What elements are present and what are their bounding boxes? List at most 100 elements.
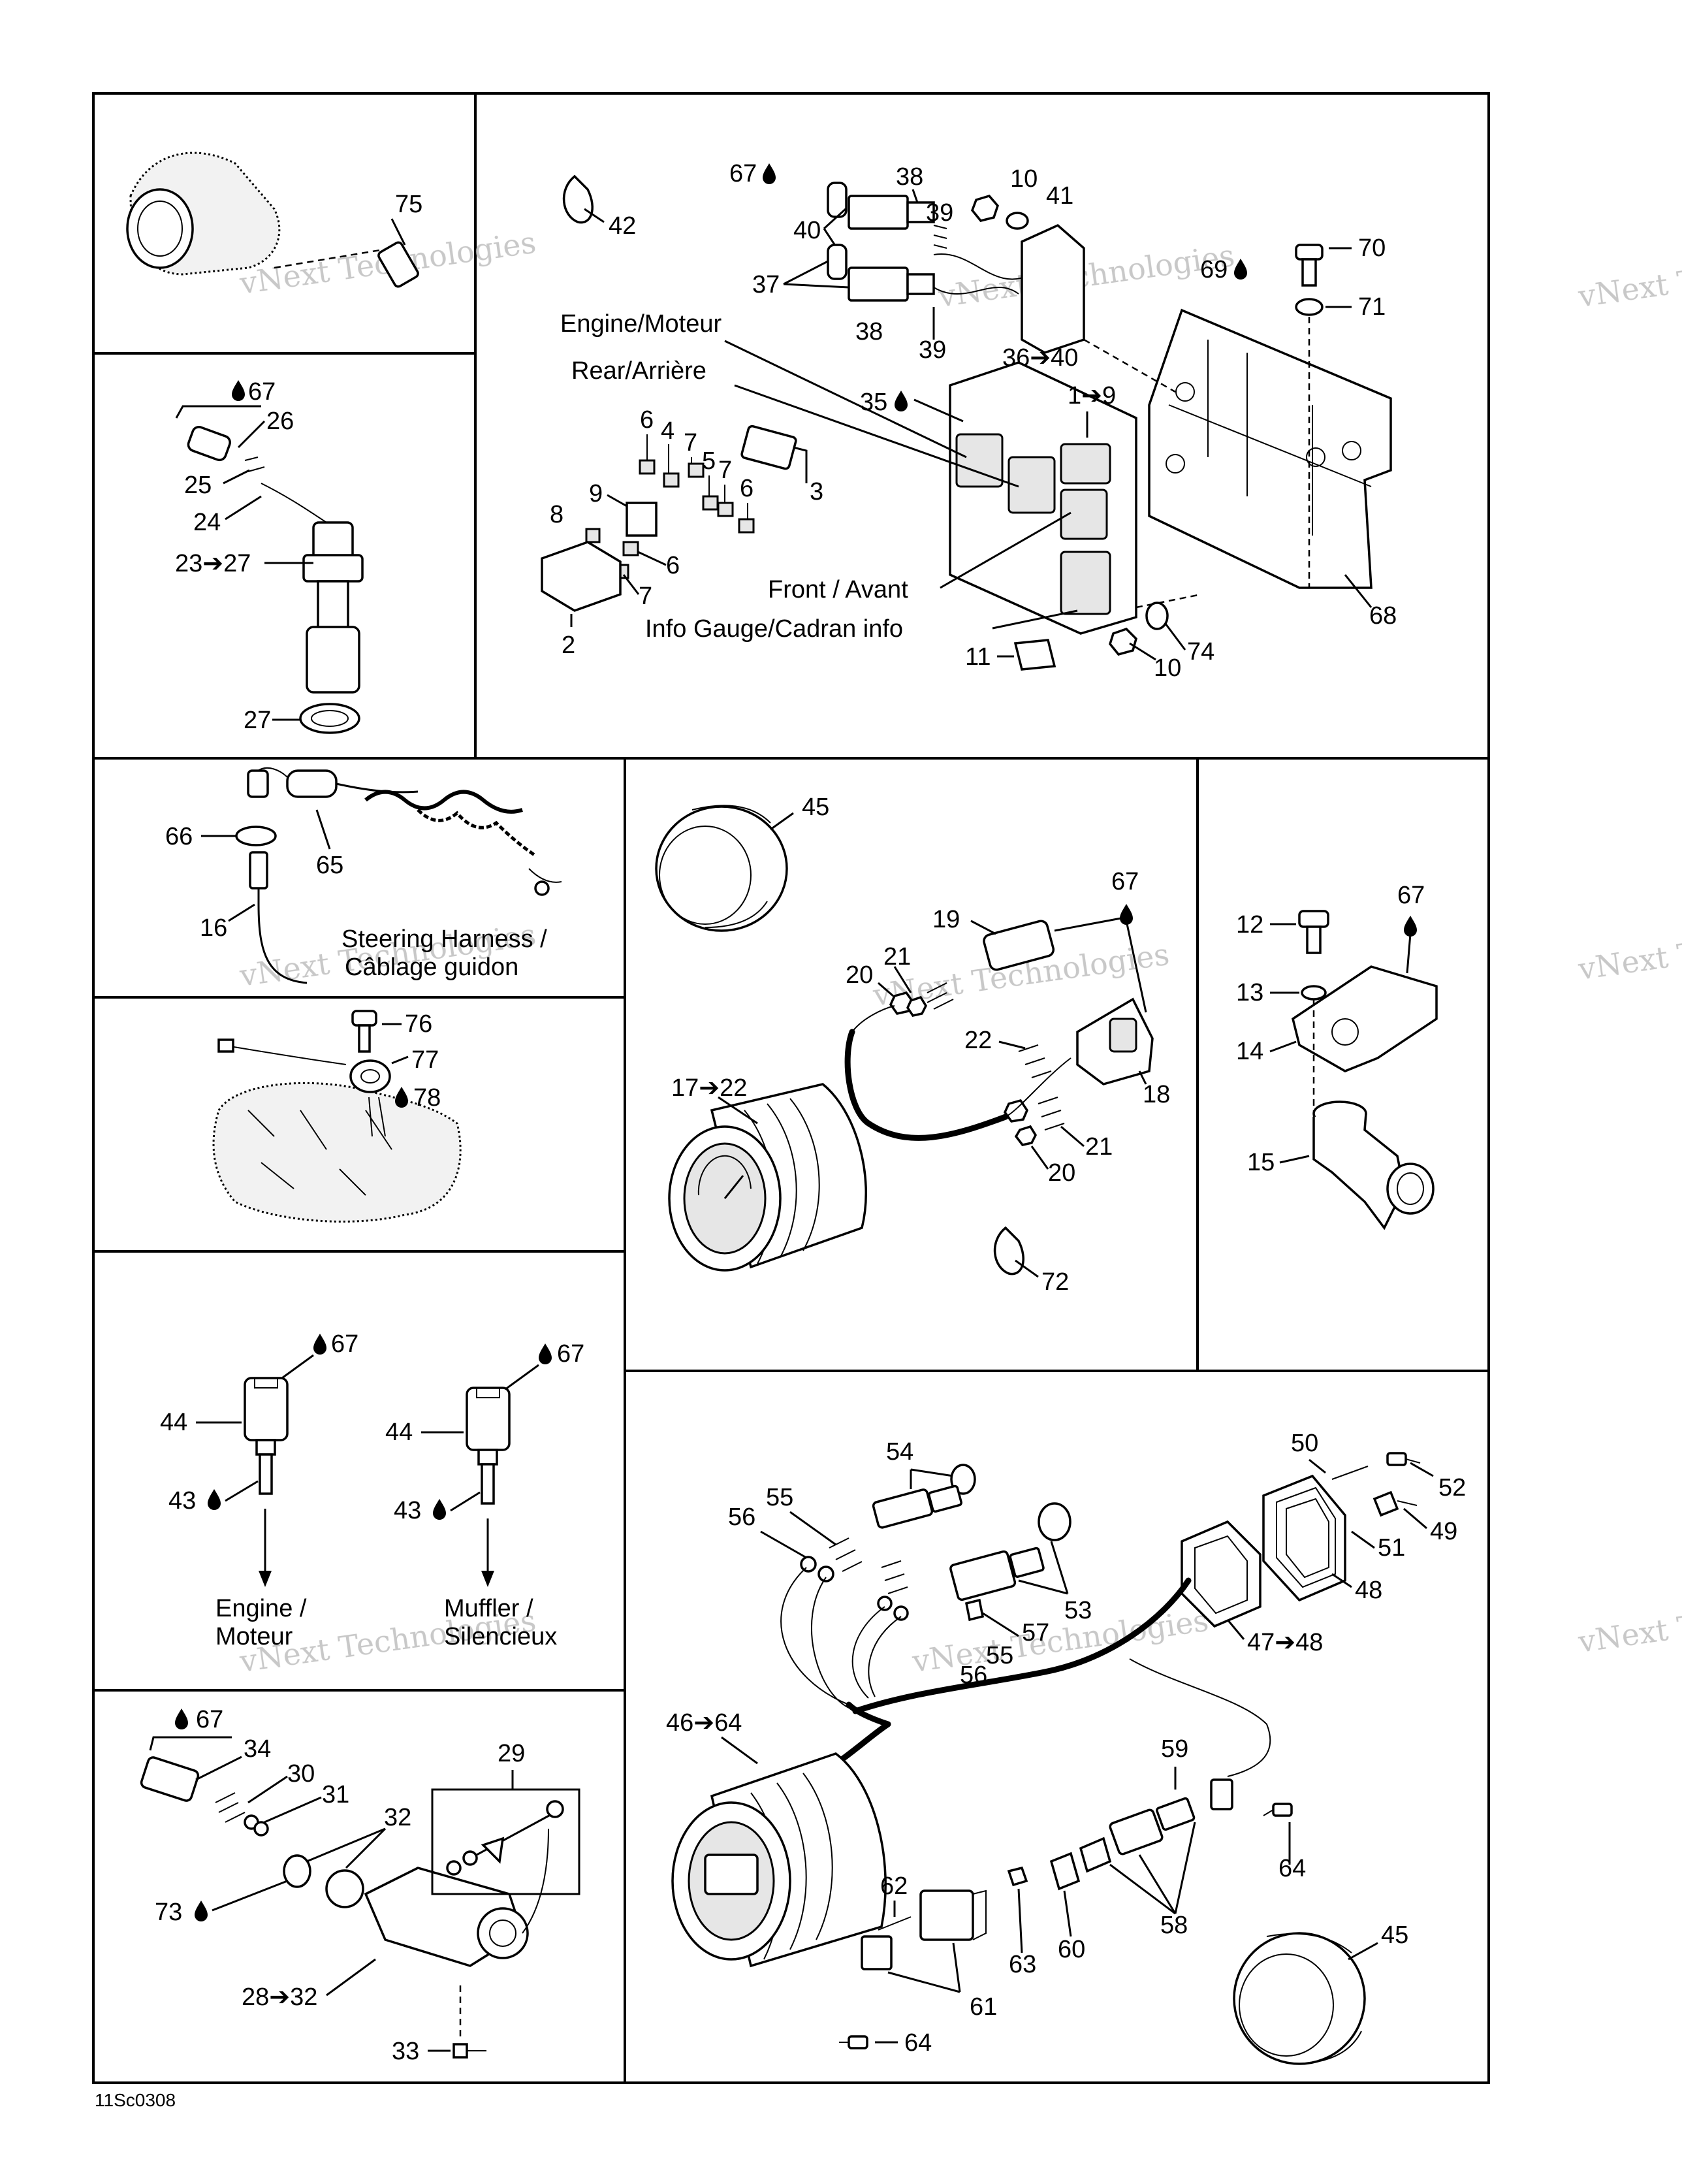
panel-sensor-28-34: 67 34 30 31 32 73 28➔32 29 3 [140, 1706, 580, 2065]
callout-23-27: 23➔27 [175, 550, 251, 577]
callout-20: 20 [1048, 1159, 1075, 1187]
callout-10: 10 [1010, 165, 1038, 193]
callout-7: 7 [718, 457, 732, 484]
callout-6: 6 [640, 406, 654, 434]
callout-41: 41 [1046, 182, 1073, 210]
callout-54: 54 [886, 1438, 913, 1466]
callout-30: 30 [287, 1760, 315, 1788]
callout-6: 6 [666, 552, 680, 579]
callout-43: 43 [394, 1497, 421, 1524]
callout-73: 73 [155, 1899, 182, 1926]
callout-78: 78 [413, 1084, 441, 1112]
callout-39: 39 [919, 336, 946, 364]
callout-5: 5 [702, 447, 716, 475]
callout-19: 19 [932, 906, 960, 933]
callout-18: 18 [1143, 1081, 1170, 1108]
callout-31: 31 [322, 1781, 349, 1808]
callout-17-22: 17➔22 [671, 1074, 747, 1102]
callout-74: 74 [1187, 638, 1214, 666]
callout-16: 16 [200, 914, 227, 942]
label-muffler-2: Silencieux [444, 1623, 557, 1650]
callout-55: 55 [986, 1642, 1013, 1669]
callout-35: 35 [860, 389, 887, 416]
callout-67: 67 [729, 160, 757, 187]
callout-44: 44 [160, 1409, 187, 1436]
watermark-text: vNext Technologies [1576, 910, 1682, 987]
label-info-gauge: Info Gauge/Cadran info [645, 615, 903, 643]
callout-56: 56 [728, 1503, 755, 1531]
callout-24: 24 [193, 509, 221, 536]
callout-15: 15 [1247, 1149, 1275, 1176]
callout-67: 67 [331, 1330, 358, 1358]
callout-57: 57 [1022, 1619, 1049, 1646]
callout-62: 62 [880, 1872, 908, 1900]
callout-7: 7 [639, 583, 652, 610]
callout-67: 67 [1111, 868, 1139, 895]
callout-45: 45 [1381, 1921, 1408, 1949]
callout-12: 12 [1236, 911, 1263, 939]
callout-72: 72 [1041, 1268, 1069, 1296]
watermark-text: vNext Technologies [1576, 1583, 1682, 1660]
callout-32: 32 [384, 1804, 411, 1831]
callout-39: 39 [926, 199, 953, 227]
callout-69: 69 [1200, 256, 1228, 283]
callout-14: 14 [1236, 1038, 1263, 1065]
callout-44: 44 [385, 1419, 413, 1446]
callout-75: 75 [395, 191, 422, 218]
callout-67: 67 [248, 378, 276, 406]
callout-63: 63 [1009, 1951, 1036, 1978]
callout-38: 38 [896, 163, 923, 191]
label-steering-harness-2: Câblage guidon [345, 954, 518, 981]
callout-8: 8 [550, 501, 563, 528]
panel-ecu: 42 67 38 39 40 37 38 39 10 41 36➔40 69 [541, 160, 1397, 682]
callout-67: 67 [1397, 882, 1425, 909]
label-engine-moteur: Engine/Moteur [560, 310, 722, 338]
callout-13: 13 [1236, 979, 1263, 1006]
callout-58: 58 [1160, 1912, 1188, 1939]
callout-37: 37 [752, 271, 780, 298]
watermark-text: vNext Technologies [1576, 238, 1682, 314]
callout-47-48: 47➔48 [1247, 1629, 1323, 1656]
label-front-avant: Front / Avant [768, 576, 908, 603]
panel-frame [92, 92, 1490, 2084]
panel-temp-sensors: 67 44 43 Engine / Moteur 67 44 43 Muffle… [160, 1330, 584, 1650]
callout-40: 40 [793, 217, 821, 244]
callout-45: 45 [802, 794, 829, 821]
callout-67: 67 [557, 1340, 584, 1368]
callout-34: 34 [244, 1735, 271, 1763]
callout-60: 60 [1058, 1936, 1085, 1963]
callout-53: 53 [1064, 1597, 1092, 1624]
callout-42: 42 [609, 212, 636, 240]
panel-steering-harness: 66 65 16 Steering Harness / Câblage guid… [165, 767, 562, 984]
label-rear-arriere: Rear/Arrière [571, 357, 706, 385]
callout-49: 49 [1430, 1518, 1457, 1545]
callout-26: 26 [266, 408, 294, 435]
callout-29: 29 [498, 1740, 525, 1767]
callout-9: 9 [589, 480, 603, 507]
callout-21: 21 [883, 943, 911, 971]
callout-38: 38 [855, 318, 883, 345]
diagram-code: 11Sc0308 [95, 2090, 176, 2110]
callout-48: 48 [1355, 1577, 1382, 1604]
callout-65: 65 [316, 852, 343, 879]
callout-66: 66 [165, 823, 193, 850]
callout-50: 50 [1291, 1430, 1318, 1457]
panel-sensor-76-78: 76 77 78 [212, 1010, 462, 1223]
callout-11: 11 [965, 643, 991, 671]
callout-20: 20 [846, 961, 873, 989]
callout-10: 10 [1154, 654, 1181, 682]
callout-51: 51 [1378, 1534, 1405, 1562]
callout-27: 27 [244, 707, 271, 734]
callout-25: 25 [184, 472, 212, 499]
callout-77: 77 [411, 1046, 439, 1074]
callout-61: 61 [970, 1993, 997, 2021]
watermark-text: vNext Technologies [936, 238, 1237, 314]
panel-bracket-12-15: 67 12 13 14 15 [1236, 882, 1438, 1230]
label-engine-2: Moteur [215, 1623, 293, 1650]
callout-1-9: 1➔9 [1068, 382, 1116, 410]
callout-6: 6 [740, 475, 754, 502]
callout-64: 64 [1278, 1855, 1306, 1882]
callout-33: 33 [392, 2038, 419, 2065]
callout-28-32: 28➔32 [242, 1983, 317, 2011]
